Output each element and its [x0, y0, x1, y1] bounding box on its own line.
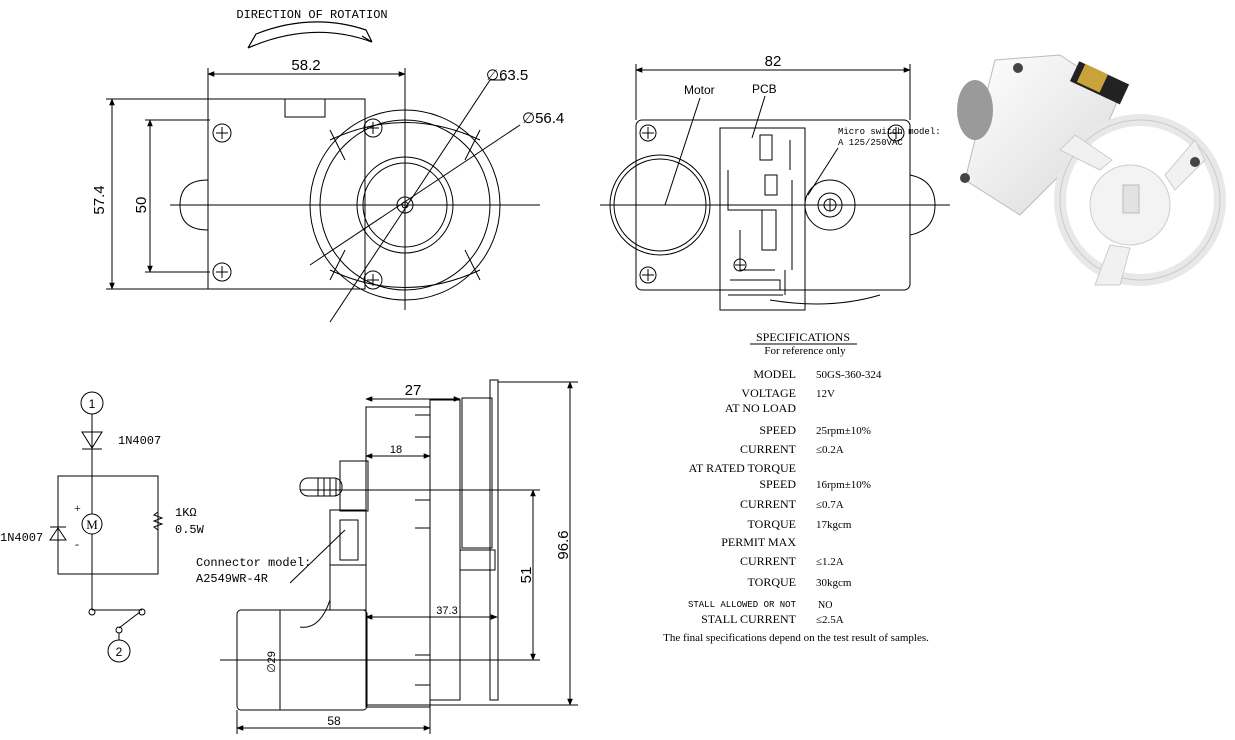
- terminal-1: 1: [89, 397, 96, 411]
- spec-label-current: CURRENT: [740, 442, 797, 456]
- diode-icon: [81, 431, 103, 450]
- plus-sign: +: [74, 501, 81, 515]
- spec-heading-permit: PERMIT MAX: [721, 535, 796, 549]
- rotation-arrow-icon: [247, 21, 373, 49]
- spec-label-rated-current: CURRENT: [740, 497, 797, 511]
- motor-label: Motor: [684, 83, 715, 97]
- spec-value-stall-allowed: NO: [818, 600, 832, 611]
- diode-left-label: 1N4007: [0, 531, 43, 545]
- spec-value-rated-torque: 17kgcm: [816, 519, 852, 531]
- dim-50: 50: [133, 197, 150, 214]
- spec-label-voltage: VOLTAGE: [741, 386, 796, 400]
- spec-value-rated-current: ≤0.7A: [816, 499, 844, 511]
- resistor-value: 1KΩ: [175, 506, 197, 520]
- spec-heading-rated: AT RATED TORQUE: [689, 461, 796, 475]
- spec-label-speed: SPEED: [759, 423, 796, 437]
- spec-label-max-torque: TORQUE: [748, 575, 796, 589]
- dim-37-3: 37.3: [436, 605, 457, 617]
- spec-value-speed: 25rpm±10%: [816, 425, 871, 437]
- diode-top-label: 1N4007: [118, 434, 161, 448]
- spec-label-stall-allowed: STALL ALLOWED OR NOT: [688, 600, 797, 610]
- rear-view: 82 Motor PCB Micro switch model: A 125/2…: [600, 53, 950, 311]
- spec-title: SPECIFICATIONS: [756, 330, 850, 344]
- dim-dia-29: ∅29: [266, 651, 278, 673]
- dim-58-2: 58.2: [291, 57, 320, 74]
- spec-value-max-torque: 30kgcm: [816, 577, 852, 589]
- connector-model: A2549WR-4R: [196, 572, 268, 586]
- motor-symbol: M: [86, 517, 98, 532]
- dim-18: 18: [390, 444, 402, 456]
- pcb-label: PCB: [752, 82, 777, 96]
- dim-27: 27: [405, 382, 422, 399]
- dim-51: 51: [518, 567, 535, 584]
- resistor-icon: [152, 511, 164, 531]
- specifications: SPECIFICATIONS For reference only MODEL …: [663, 330, 929, 644]
- dim-dia-56-4: ∅56.4: [522, 110, 564, 127]
- spec-label-stall-current: STALL CURRENT: [701, 612, 797, 626]
- dim-dia-63-5: ∅63.5: [486, 67, 528, 84]
- circuit-diagram: 1 1N4007 M + - 1N4007 1KΩ 0.5W 2: [0, 391, 205, 663]
- spec-footnote: The final specifications depend on the t…: [663, 632, 929, 644]
- connector-label: Connector model:: [196, 556, 311, 570]
- micro-switch-label: Micro switch model:: [838, 127, 941, 137]
- spec-label-model: MODEL: [753, 367, 796, 381]
- spec-value-voltage: 12V: [816, 388, 835, 400]
- dim-82: 82: [765, 53, 782, 70]
- spec-label-max-current: CURRENT: [740, 554, 797, 568]
- spec-value-max-current: ≤1.2A: [816, 556, 844, 568]
- spec-value-rated-speed: 16rpm±10%: [816, 479, 871, 491]
- dim-58: 58: [327, 714, 341, 728]
- spec-label-rated-speed: SPEED: [759, 477, 796, 491]
- spec-subtitle: For reference only: [764, 345, 846, 357]
- pcb-board: [719, 127, 806, 311]
- rotation-label: DIRECTION OF ROTATION: [236, 8, 387, 22]
- resistor-power: 0.5W: [175, 523, 205, 537]
- dim-96-6: 96.6: [555, 530, 572, 559]
- dim-57-4: 57.4: [91, 185, 108, 214]
- spec-value-stall-current: ≤2.5A: [816, 614, 844, 626]
- spec-value-current: ≤0.2A: [816, 444, 844, 456]
- spec-label-rated-torque: TORQUE: [748, 517, 796, 531]
- micro-switch-rating: A 125/250VAC: [838, 138, 903, 148]
- minus-sign: -: [75, 537, 79, 551]
- top-view: DIRECTION OF ROTATION 58.2 57.4 50: [91, 8, 564, 323]
- product-photo: [957, 54, 1226, 286]
- terminal-2: 2: [116, 645, 123, 659]
- diode-left-icon: [49, 526, 67, 541]
- spec-value-model: 50GS-360-324: [816, 369, 882, 381]
- side-view: 27 18 ∅29 37.3 51 96.6 58 Connector m: [196, 379, 578, 734]
- spec-heading-no-load: AT NO LOAD: [725, 401, 796, 415]
